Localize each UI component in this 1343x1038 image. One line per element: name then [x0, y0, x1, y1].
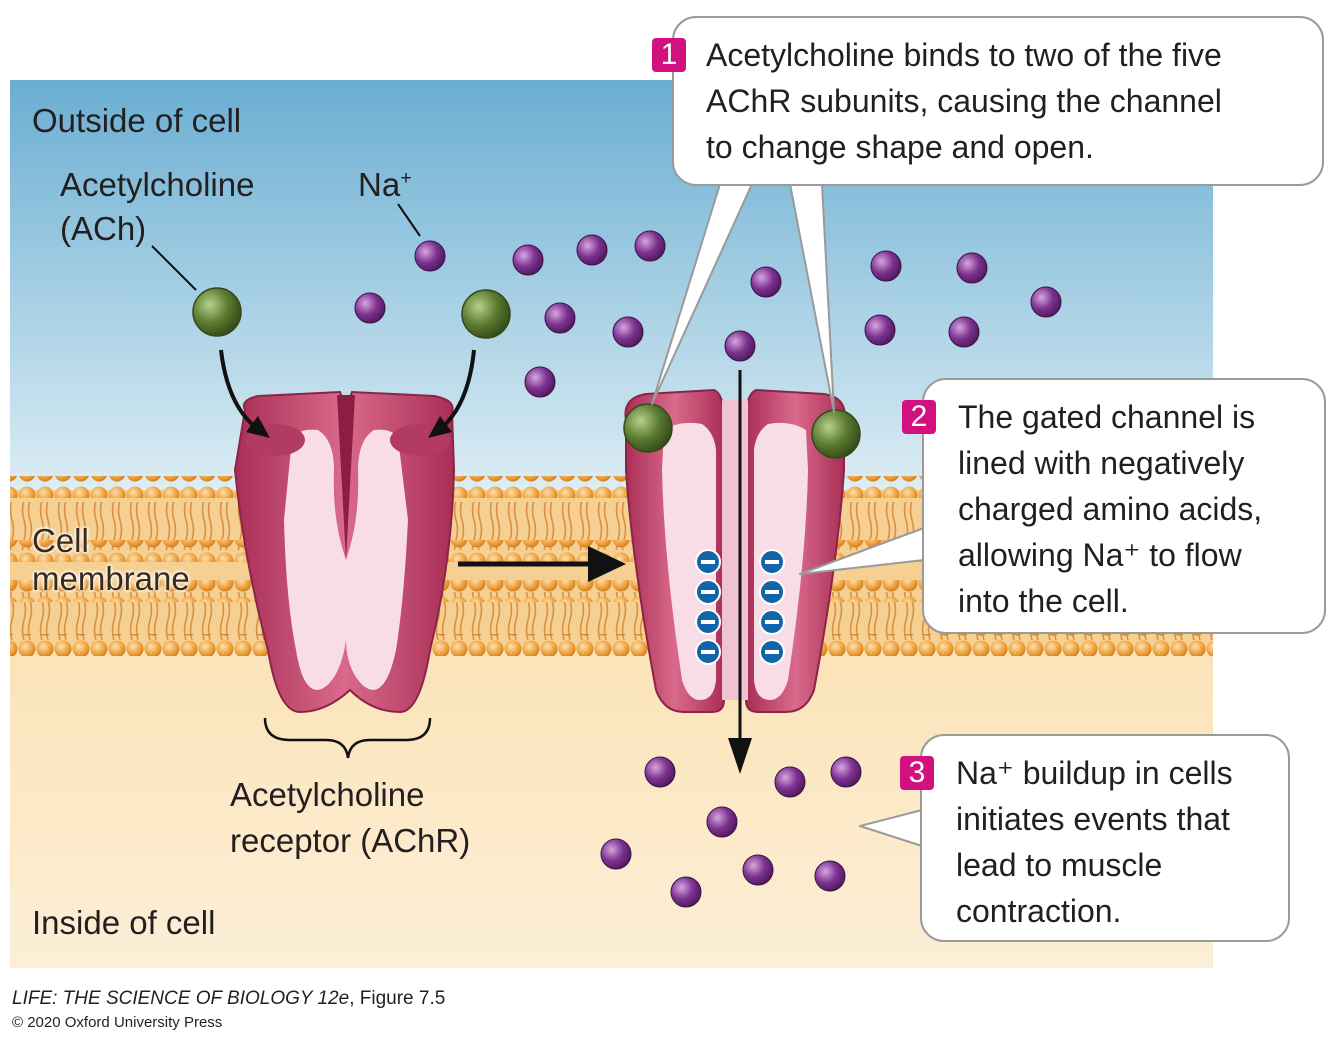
outside-cell-label: Outside of cell [32, 102, 242, 139]
sodium-ion [706, 806, 738, 838]
sodium-ion [644, 756, 676, 788]
sodium-label: Na+ [358, 166, 412, 203]
negative-charge [759, 549, 785, 575]
copyright-notice: © 2020 Oxford University Press [12, 1014, 223, 1031]
receptor-bracket [263, 717, 432, 759]
negative-charge [759, 639, 785, 665]
acetylcholine-label: Acetylcholine (ACh) [60, 166, 255, 247]
acetylcholine-molecule-bound [811, 409, 861, 459]
acetylcholine-receptor-open [624, 388, 846, 713]
negative-charge [695, 609, 721, 635]
sodium-ion [814, 860, 846, 892]
sodium-ion [724, 330, 756, 362]
inside-cell-label: Inside of cell [32, 904, 216, 941]
arrowhead [728, 738, 752, 774]
sodium-ion [864, 314, 896, 346]
sodium-ion [512, 244, 544, 276]
step-2-text: The gated channel is lined with negative… [958, 399, 1263, 619]
negative-charge [759, 579, 785, 605]
step-1-callout: 1 Acetylcholine binds to two of the five… [652, 16, 1324, 186]
arrowhead [588, 546, 626, 582]
sodium-ion [354, 292, 386, 324]
acetylcholine-molecule-bound [623, 403, 673, 453]
sodium-ion [544, 302, 576, 334]
negative-charge [695, 579, 721, 605]
step-1-text: Acetylcholine binds to two of the five A… [706, 37, 1222, 165]
sodium-ion [612, 316, 644, 348]
negative-charge-markers [695, 549, 785, 665]
sodium-ion [524, 366, 556, 398]
acetylcholine-molecules [192, 287, 861, 459]
negative-charge [695, 639, 721, 665]
sodium-ion [742, 854, 774, 886]
negative-charge [759, 609, 785, 635]
sodium-ion [670, 876, 702, 908]
receptor-label: Acetylcholine receptor (AChR) [230, 776, 471, 859]
step-3-text: Na⁺ buildup in cells initiates events th… [956, 755, 1233, 929]
arrowhead [428, 416, 452, 438]
sodium-ion [1030, 286, 1062, 318]
step-1-badge: 1 [652, 38, 686, 72]
step-3-callout: 3 Na⁺ buildup in cells initiates events … [900, 734, 1290, 942]
acetylcholine-molecule [461, 289, 511, 339]
sodium-ion [414, 240, 446, 272]
step-2-badge: 2 [902, 400, 936, 434]
step-2-callout: 2 The gated channel is lined with negati… [902, 378, 1326, 634]
acetylcholine-molecule [192, 287, 242, 337]
arrowhead [246, 416, 270, 438]
sodium-ion [576, 234, 608, 266]
negative-charge [695, 549, 721, 575]
figure-credit: LIFE: THE SCIENCE OF BIOLOGY 12e, Figure… [12, 988, 446, 1009]
sodium-ion [634, 230, 666, 262]
sodium-ion [750, 266, 782, 298]
sodium-ion [956, 252, 988, 284]
step-3-badge: 3 [900, 756, 934, 790]
sodium-ion [774, 766, 806, 798]
sodium-ion [948, 316, 980, 348]
sodium-ion [830, 756, 862, 788]
leader-lines [151, 203, 421, 291]
sodium-ion [870, 250, 902, 282]
sodium-ion [600, 838, 632, 870]
acetylcholine-receptor-closed [233, 390, 456, 714]
cell-membrane-label: Cell membrane [32, 522, 190, 597]
sodium-ions [354, 230, 1062, 908]
